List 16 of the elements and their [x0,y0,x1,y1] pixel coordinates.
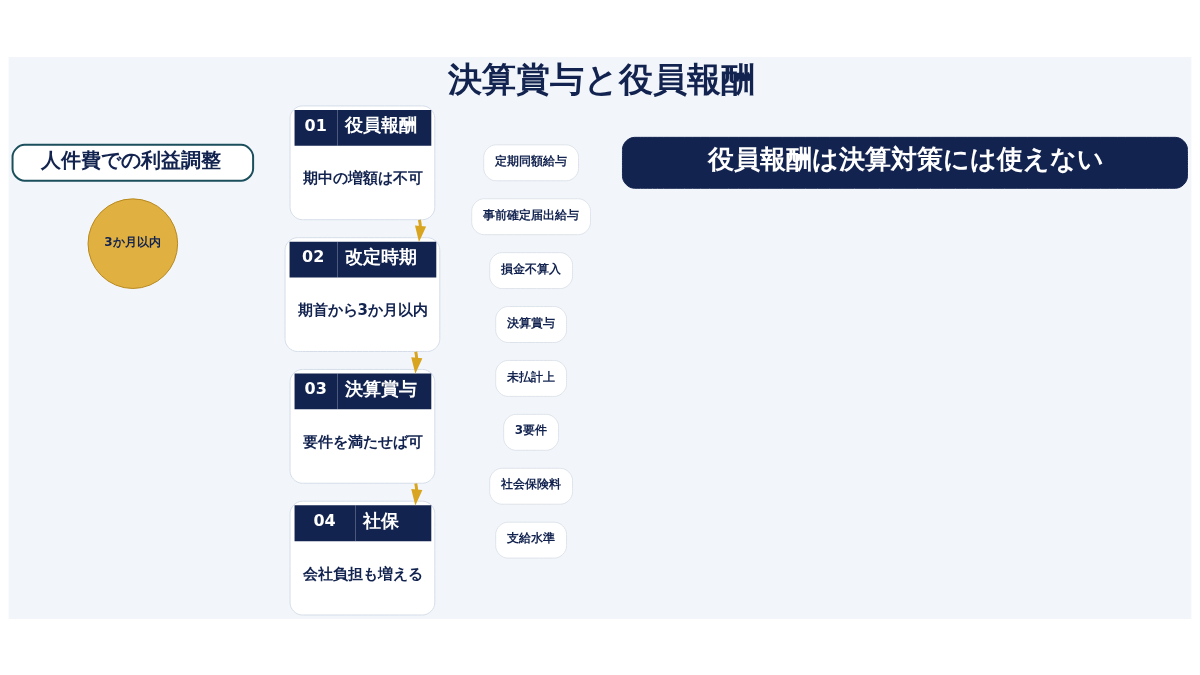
node-box: 未払計上 [495,359,568,397]
node-box: 01 役員報酬 期中の増額は不可 [289,104,436,220]
node-box: 人件費での利益調整 [11,143,255,182]
node-box: 決算賞与 [495,305,568,343]
node-box: 03 決算賞与 要件を満たせば可 [289,368,436,484]
node-box: 事前確定届出給与 [471,197,591,235]
diagram-title: 決算賞与と役員報酬 [447,59,755,99]
node-box: 支給水準 [495,521,568,559]
node-box: 04 社保 会社負担も増える [289,500,436,615]
node-box: 役員報酬は決算対策には使えない [621,136,1188,189]
node-box: 定期同額給与 [483,143,580,181]
node-box: 3要件 [503,413,560,451]
node-box: 損金不算入 [489,251,574,289]
node-box: 社会保険料 [489,467,574,505]
node-circle: 3か月以内 [87,197,179,289]
node-box: 02 改定時期 期首から3か月以内 [284,236,441,352]
